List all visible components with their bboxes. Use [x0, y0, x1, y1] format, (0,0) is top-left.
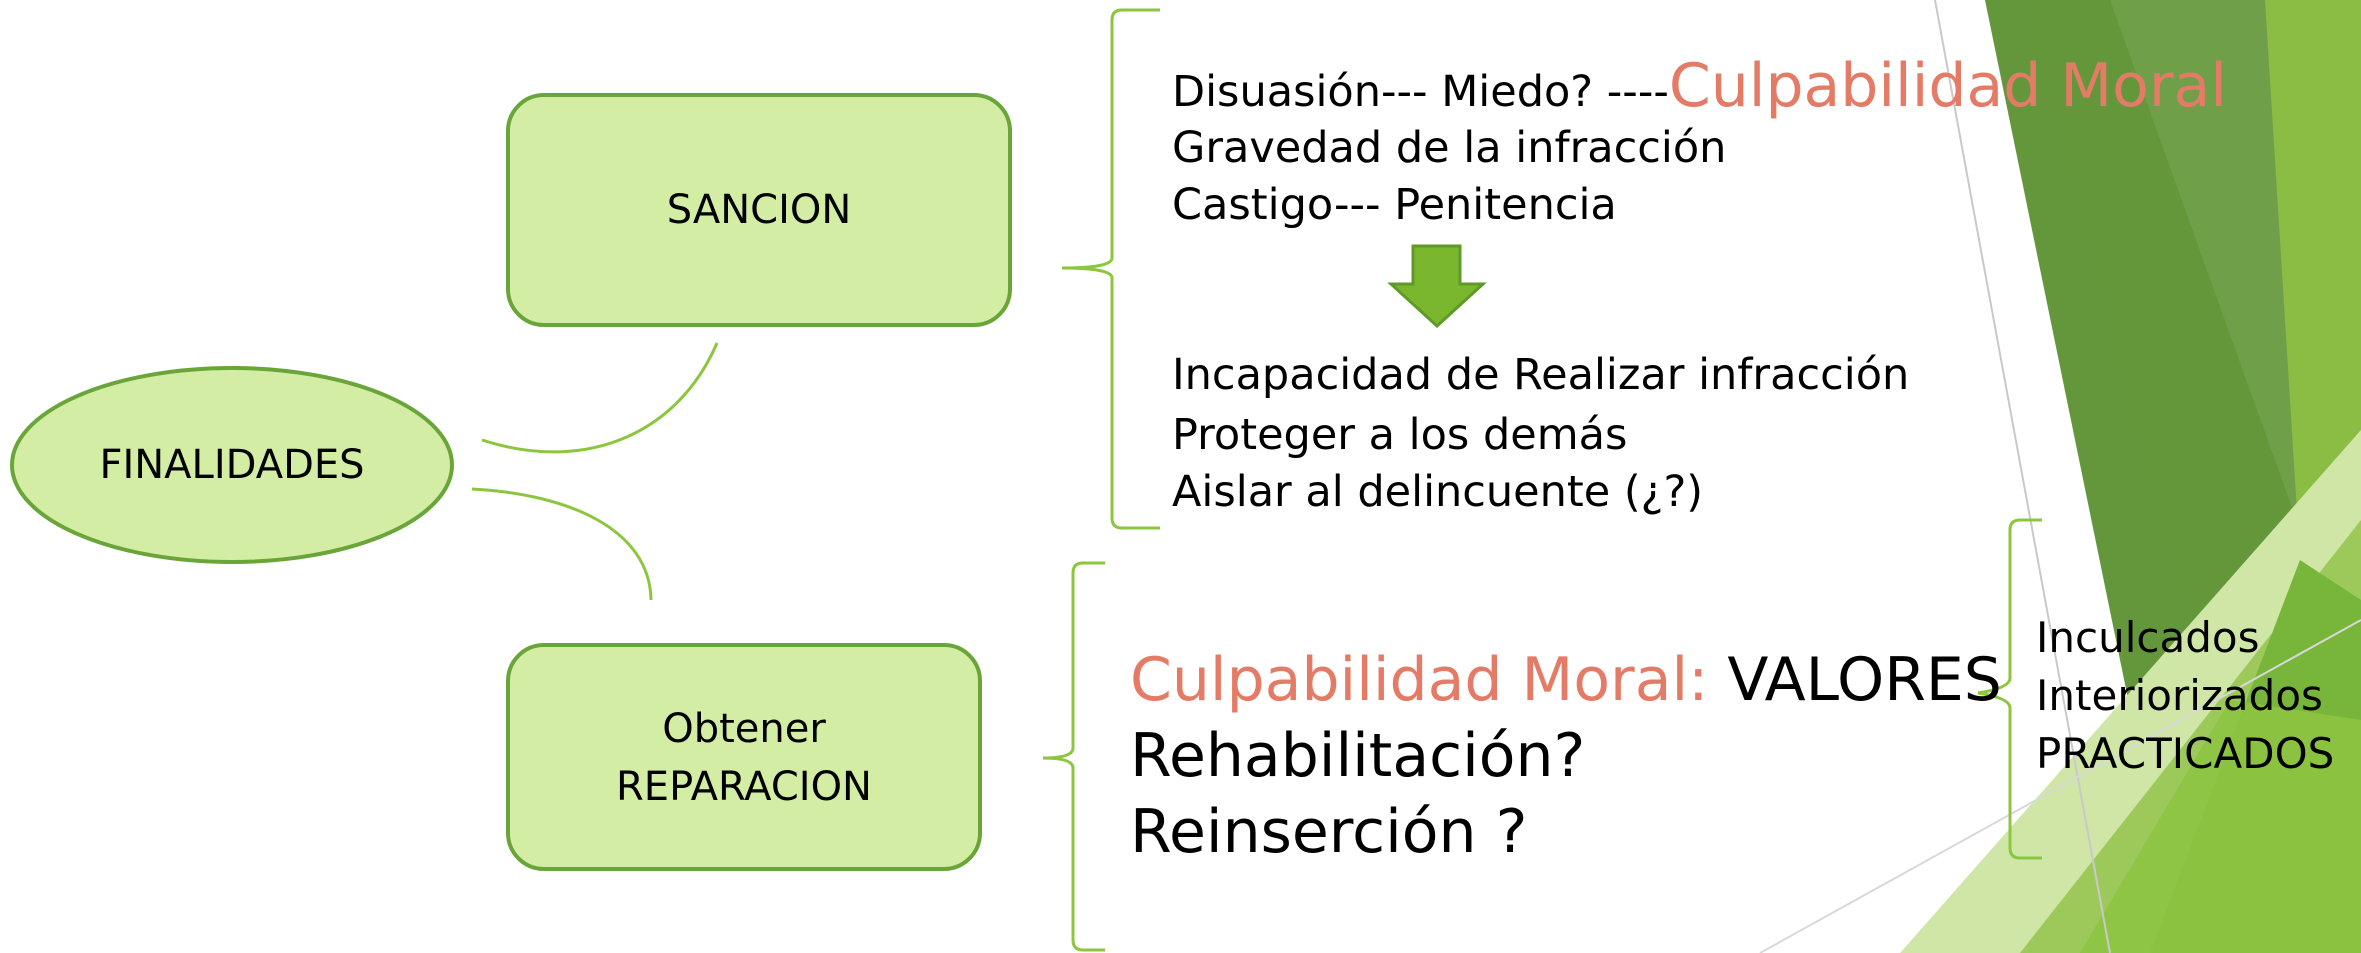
sancion-line-6: Aislar al delincuente (¿?) — [1172, 467, 1704, 517]
reparacion-line-1: Culpabilidad Moral: VALORES — [1130, 642, 2002, 718]
reparacion-node-label-line2: REPARACION — [616, 764, 872, 810]
root-node-shape — [10, 366, 454, 564]
valores-item-1: Inculcados — [2036, 613, 2260, 662]
valores-brace — [1977, 518, 2042, 860]
reparacion-line-2: Rehabilitación? — [1130, 721, 1586, 791]
sancion-line-4: Incapacidad de Realizar infracción — [1172, 350, 1910, 400]
sancion-line-1-text: Disuasión--- Miedo? ---- — [1172, 67, 1669, 117]
sancion-node-label: SANCION — [666, 187, 852, 233]
reparacion-brace — [1042, 561, 1105, 952]
root-node-label: FINALIDADES — [99, 442, 365, 488]
culpabilidad-moral-accent: Culpabilidad Moral — [1668, 51, 2227, 121]
sancion-line-1: Disuasión--- Miedo? ----Culpabilidad Mor… — [1172, 56, 2227, 121]
connector-root-reparacion — [471, 487, 653, 601]
valores-label: VALORES — [1727, 645, 2002, 715]
sancion-line-2: Gravedad de la infracción — [1172, 123, 1727, 173]
reparacion-line-3: Reinserción ? — [1130, 797, 1528, 867]
culpabilidad-moral-label: Culpabilidad Moral: — [1130, 645, 1728, 715]
sancion-line-3: Castigo--- Penitencia — [1172, 180, 1617, 230]
down-arrow-icon — [1387, 244, 1487, 329]
sancion-brace — [1061, 8, 1160, 530]
valores-item-2: Interiorizados — [2036, 671, 2323, 720]
connector-root-sancion — [481, 342, 719, 454]
sancion-node-shape — [506, 93, 1012, 327]
decorative-facets — [1759, 0, 2361, 953]
reparacion-node-label-line1: Obtener — [662, 706, 826, 752]
valores-item-3: PRACTICADOS — [2036, 729, 2335, 778]
reparacion-node-shape — [506, 643, 982, 871]
sancion-line-5: Proteger a los demás — [1172, 410, 1628, 460]
